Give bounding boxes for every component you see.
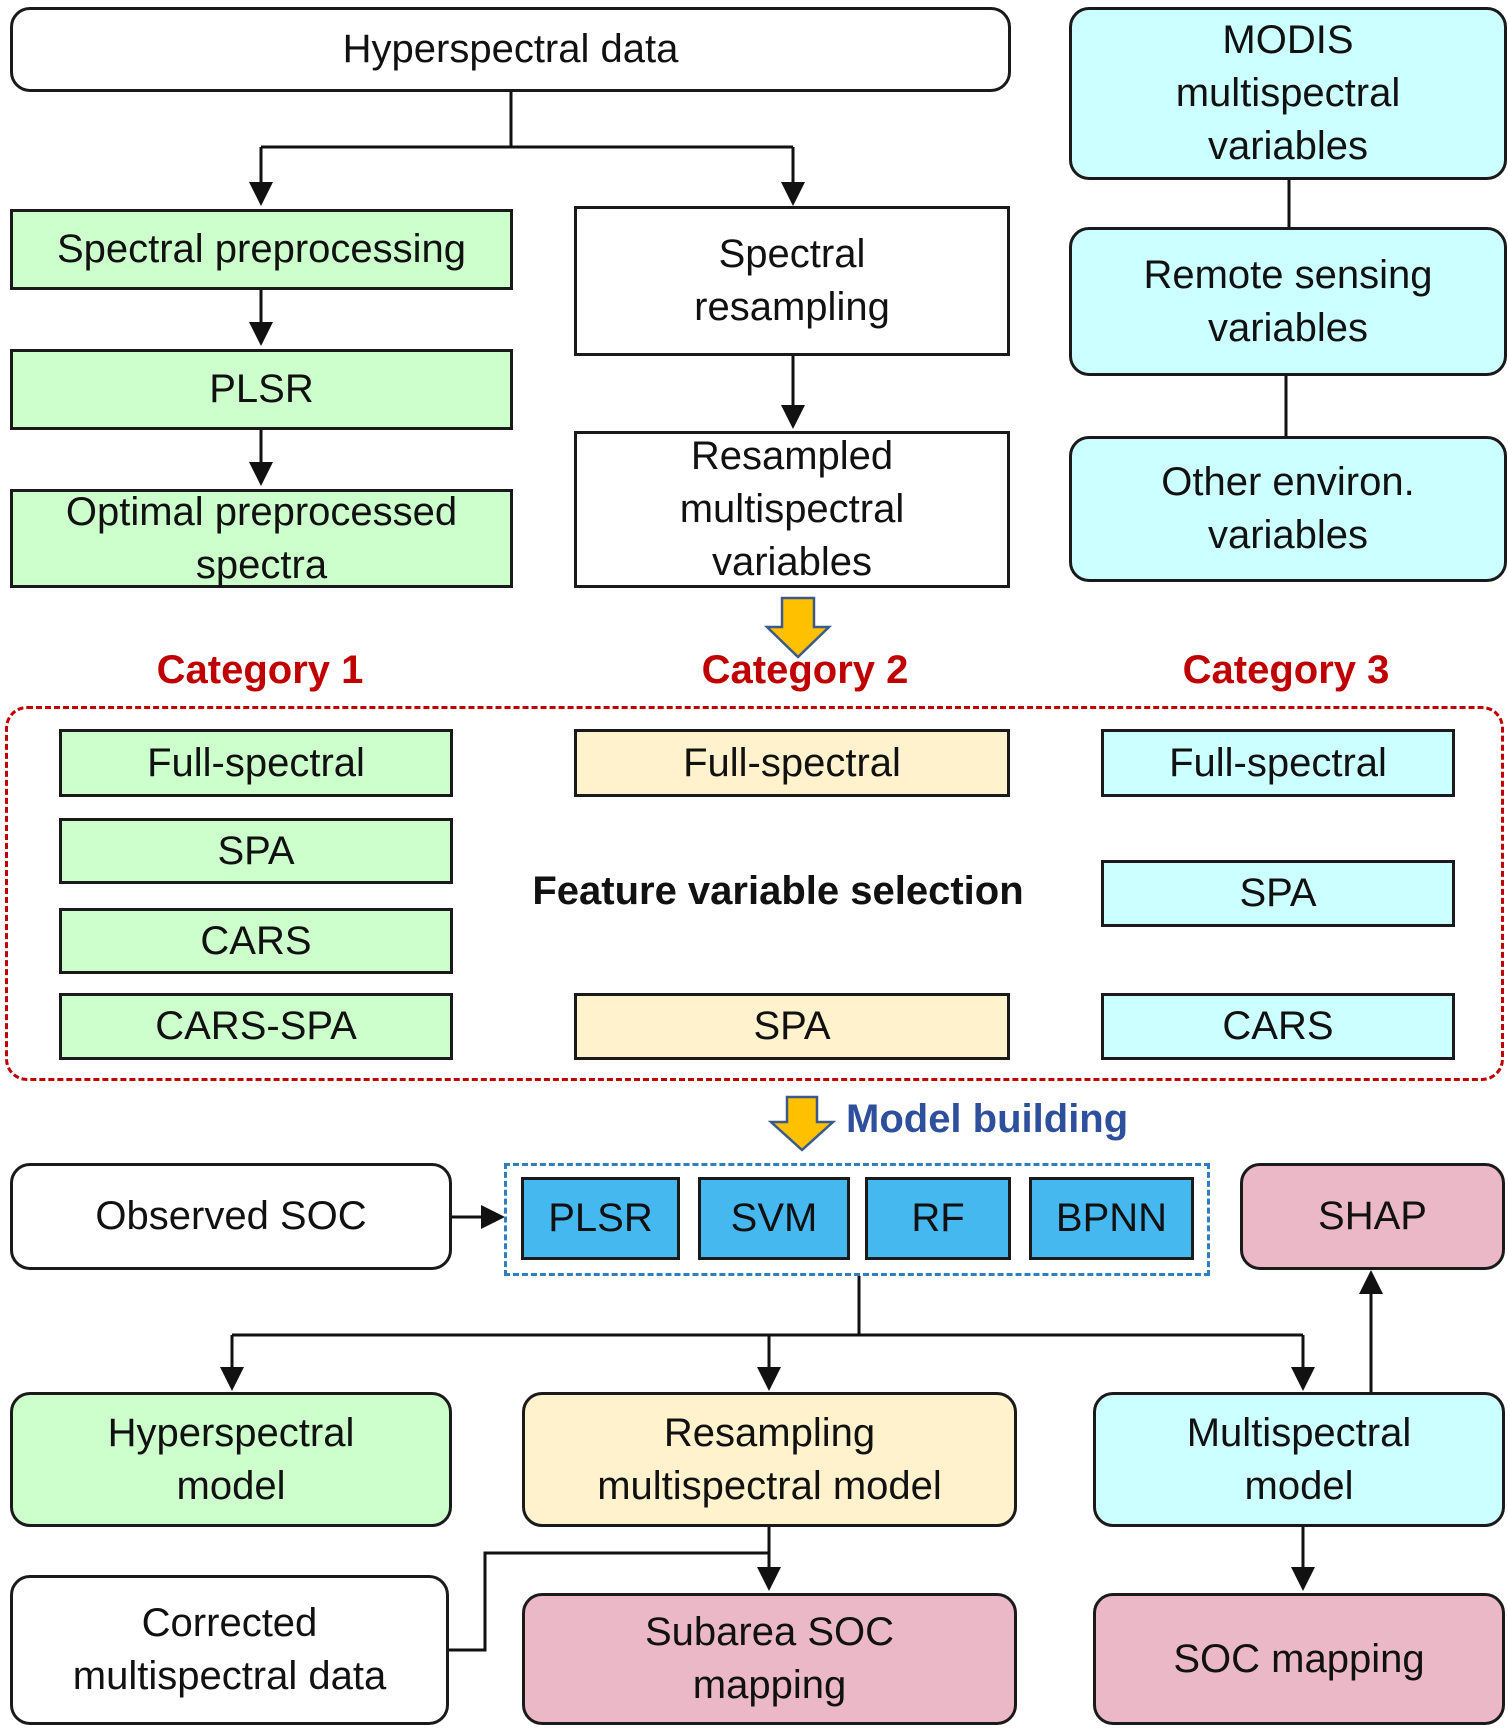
corrected-data-box: Corrected multispectral data bbox=[10, 1575, 449, 1725]
cat3-cars: CARS bbox=[1101, 993, 1455, 1060]
connector-corrected-to-subarea bbox=[449, 1551, 769, 1652]
model-bpnn: BPNN bbox=[1029, 1177, 1194, 1260]
cat2-spa: SPA bbox=[574, 993, 1010, 1060]
cat1-cars: CARS bbox=[59, 908, 453, 974]
cat2-full-spectral: Full-spectral bbox=[574, 729, 1010, 797]
cat1-cars-spa: CARS-SPA bbox=[59, 993, 453, 1060]
category-3-title: Category 3 bbox=[1182, 648, 1390, 692]
model-building-label: Model building bbox=[846, 1097, 1129, 1141]
observed-soc-box: Observed SOC bbox=[10, 1163, 452, 1270]
cat1-spa: SPA bbox=[59, 818, 453, 884]
model-plsr: PLSR bbox=[521, 1177, 680, 1260]
optimal-spectra-box: Optimal preprocessed spectra bbox=[10, 489, 513, 588]
spectral-resampling-box: Spectral resampling bbox=[574, 206, 1010, 356]
model-svm: SVM bbox=[698, 1177, 850, 1260]
modis-variables-box: MODIS multispectral variables bbox=[1069, 7, 1507, 180]
other-environ-box: Other environ. variables bbox=[1069, 436, 1507, 582]
hyperspectral-model-box: Hyperspectral model bbox=[10, 1392, 452, 1527]
subarea-mapping-box: Subarea SOC mapping bbox=[522, 1593, 1017, 1725]
remote-sensing-box: Remote sensing variables bbox=[1069, 227, 1507, 376]
shap-box: SHAP bbox=[1240, 1163, 1505, 1270]
category-2-title: Category 2 bbox=[701, 648, 909, 692]
soc-mapping-box: SOC mapping bbox=[1093, 1593, 1505, 1725]
model-group-frame bbox=[504, 1163, 1210, 1276]
multispectral-model-box: Multispectral model bbox=[1093, 1392, 1505, 1527]
orange-arrow-to-categories bbox=[763, 596, 833, 659]
model-rf: RF bbox=[865, 1177, 1011, 1260]
orange-arrow-to-models bbox=[767, 1095, 837, 1152]
hyperspectral-data-box: Hyperspectral data bbox=[10, 7, 1011, 92]
spectral-preprocessing-box: Spectral preprocessing bbox=[10, 209, 513, 290]
plsr-preprocessing-box: PLSR bbox=[10, 349, 513, 430]
cat3-full-spectral: Full-spectral bbox=[1101, 729, 1455, 797]
resampling-model-box: Resampling multispectral model bbox=[522, 1392, 1017, 1527]
cat3-spa: SPA bbox=[1101, 860, 1455, 927]
cat1-full-spectral: Full-spectral bbox=[59, 729, 453, 797]
feature-selection-label: Feature variable selection bbox=[532, 869, 1024, 913]
category-1-title: Category 1 bbox=[156, 648, 364, 692]
feature-selection-frame bbox=[5, 706, 1504, 1081]
resampled-variables-box: Resampled multispectral variables bbox=[574, 431, 1010, 588]
